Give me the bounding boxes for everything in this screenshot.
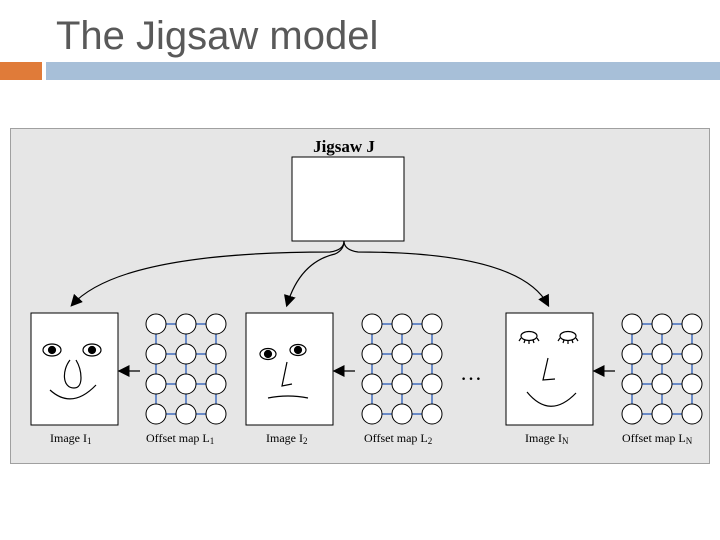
grid-node [391, 313, 413, 335]
offset-map-n-grid [621, 313, 703, 425]
grid-node [651, 343, 673, 365]
grid-node [145, 313, 167, 335]
grid-node [205, 343, 227, 365]
grid-node [205, 313, 227, 335]
grid-node [421, 403, 443, 425]
ellipsis: … [460, 360, 482, 385]
face-2 [259, 343, 309, 399]
grid-node [421, 373, 443, 395]
grid-node [651, 403, 673, 425]
grid-node [621, 343, 643, 365]
grid-node [361, 373, 383, 395]
grid-node [205, 403, 227, 425]
grid-node [681, 343, 703, 365]
image-2 [245, 312, 334, 426]
image-n-label: Image IN [525, 431, 569, 446]
face-n [518, 330, 579, 407]
jigsaw-box [291, 156, 405, 242]
grid-node [651, 373, 673, 395]
grid-node [391, 373, 413, 395]
grid-node [175, 343, 197, 365]
arrow-to-image-n [343, 240, 550, 308]
grid-node [421, 313, 443, 335]
grid-node [145, 373, 167, 395]
offset-map-2-label: Offset map L2 [364, 431, 432, 446]
grid-node [651, 313, 673, 335]
image-n [505, 312, 594, 426]
grid-node [621, 403, 643, 425]
grid-node [145, 343, 167, 365]
title-accent-bar-orange [0, 62, 42, 80]
grid-node [621, 313, 643, 335]
image-2-label: Image I2 [266, 431, 307, 446]
image-1 [30, 312, 119, 426]
arrow-to-image-2 [284, 240, 345, 308]
slide-title: The Jigsaw model [56, 14, 379, 58]
arrow-to-image-1 [70, 240, 345, 307]
grid-node [681, 313, 703, 335]
face-1 [42, 343, 102, 400]
grid-node [361, 403, 383, 425]
grid-node [361, 343, 383, 365]
jigsaw-arrows [70, 240, 550, 308]
offset-map-1-label: Offset map L1 [146, 431, 214, 446]
grid-node [421, 343, 443, 365]
offset-map-1-grid [145, 313, 227, 425]
grid-node [621, 373, 643, 395]
title-accent-bar-blue [46, 62, 720, 80]
grid-node [391, 343, 413, 365]
grid-node [681, 403, 703, 425]
grid-node [361, 313, 383, 335]
offset-map-2-grid [361, 313, 443, 425]
jigsaw-label: Jigsaw J [313, 137, 375, 156]
grid-node [205, 373, 227, 395]
grid-node [145, 403, 167, 425]
grid-node [391, 403, 413, 425]
image-1-label: Image I1 [50, 431, 91, 446]
grid-node [681, 373, 703, 395]
grid-node [175, 373, 197, 395]
grid-node [175, 313, 197, 335]
grid-node [175, 403, 197, 425]
offset-map-n-label: Offset map LN [622, 431, 693, 446]
